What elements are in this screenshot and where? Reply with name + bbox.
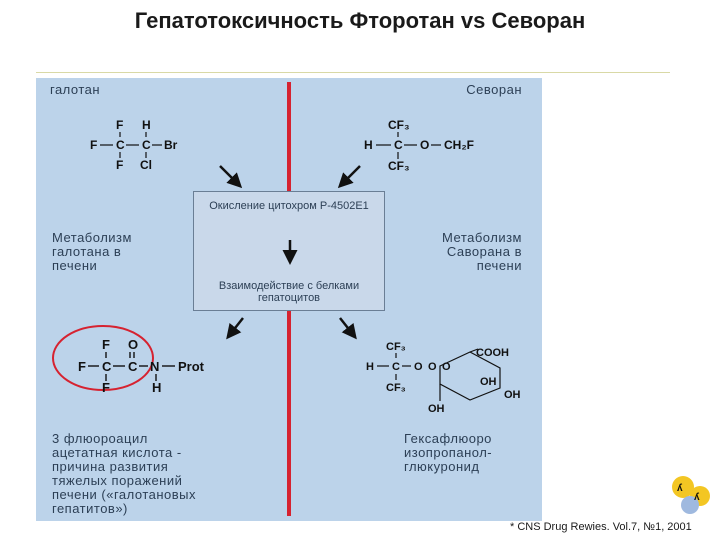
right-conclusion-3: глюкуронид: [404, 459, 480, 474]
svg-text:N: N: [150, 359, 159, 374]
svg-text:OH: OH: [480, 376, 497, 388]
arrow-box-to-hfip: [339, 317, 357, 340]
right-metabolism-2: Саворана в: [446, 244, 522, 259]
page-title: Гепатотоксичность Фторотан vs Севоран: [134, 8, 586, 33]
svg-text:C: C: [392, 361, 400, 373]
svg-text:CF₃: CF₃: [388, 159, 410, 173]
svg-text:C: C: [142, 138, 151, 152]
oxidation-box: Окисление цитохром Р-4502Е1 Взаимодейств…: [193, 191, 385, 311]
sevoflurane-structure: CF₃ H C O CH₂F CF₃: [364, 118, 474, 173]
svg-text:H: H: [364, 138, 373, 152]
right-header: Севоран: [466, 82, 522, 97]
svg-text:F: F: [78, 359, 86, 374]
arrow-halothane-to-box: [219, 165, 243, 189]
svg-text:F: F: [102, 380, 110, 395]
hfip-glucuronide-structure: CF₃ H C O O O CF₃ COOH OH OH OH: [366, 341, 521, 415]
svg-text:Cl: Cl: [140, 158, 152, 172]
svg-text:CF₃: CF₃: [386, 382, 406, 394]
svg-text:Prot: Prot: [178, 359, 205, 374]
svg-text:F: F: [102, 337, 110, 352]
left-conclusion-5: печени («галотановых: [52, 487, 197, 502]
right-conclusion-1: Гексафлюоро: [404, 431, 492, 446]
arrow-sevoflurane-to-box: [337, 165, 361, 189]
left-conclusion-4: тяжелых поражений: [52, 473, 183, 488]
left-conclusion-1: 3 флюороацил: [52, 431, 148, 446]
svg-text:F: F: [116, 118, 123, 132]
left-header: галотан: [50, 82, 101, 97]
halothane-structure: F H F C C Br F Cl: [90, 118, 178, 172]
svg-text:H: H: [152, 380, 161, 395]
left-metabolism-1: Метаболизм: [52, 230, 132, 245]
arrow-box-to-tfa: [226, 317, 244, 340]
svg-text:O: O: [442, 361, 451, 373]
left-metabolism-3: печени: [52, 258, 98, 273]
svg-text:Br: Br: [164, 138, 178, 152]
svg-text:O: O: [128, 337, 138, 352]
right-metabolism-3: печени: [476, 258, 522, 273]
svg-text:ʎ: ʎ: [694, 492, 700, 503]
svg-text:OH: OH: [428, 403, 445, 415]
tfa-protein-structure: F O F C C N Prot F H: [52, 325, 205, 395]
svg-text:H: H: [142, 118, 151, 132]
citation-footnote: * CNS Drug Rewies. Vol.7, №1, 2001: [510, 521, 692, 533]
svg-text:O: O: [428, 361, 437, 373]
right-conclusion-2: изопропанол-: [404, 445, 493, 460]
svg-text:OH: OH: [504, 389, 521, 401]
svg-text:CF₃: CF₃: [388, 118, 410, 132]
svg-text:F: F: [116, 158, 123, 172]
left-conclusion-6: гепатитов»): [52, 501, 128, 516]
svg-text:C: C: [394, 138, 403, 152]
svg-text:CF₃: CF₃: [386, 341, 406, 353]
svg-text:F: F: [90, 138, 97, 152]
left-metabolism-2: галотана в: [52, 244, 122, 259]
svg-text:O: O: [414, 361, 423, 373]
decorative-logo: ʎ ʎ: [672, 476, 710, 514]
title-rule: [36, 72, 670, 73]
oxidation-text: Окисление цитохром Р-4502Е1: [209, 200, 369, 212]
svg-text:C: C: [128, 359, 138, 374]
svg-text:ʎ: ʎ: [677, 483, 683, 494]
svg-text:C: C: [116, 138, 125, 152]
right-metabolism-1: Метаболизм: [442, 230, 522, 245]
highlight-circle: [52, 325, 154, 391]
svg-text:H: H: [366, 361, 374, 373]
svg-text:C: C: [102, 359, 112, 374]
svg-text:COOH: COOH: [476, 347, 509, 359]
left-conclusion-3: причина развития: [52, 459, 169, 474]
svg-text:O: O: [420, 138, 429, 152]
left-conclusion-2: ацетатная кислота -: [52, 445, 182, 460]
interaction-text: Взаимодействие с белками гепатоцитов: [218, 280, 360, 304]
svg-text:CH₂F: CH₂F: [444, 138, 474, 152]
